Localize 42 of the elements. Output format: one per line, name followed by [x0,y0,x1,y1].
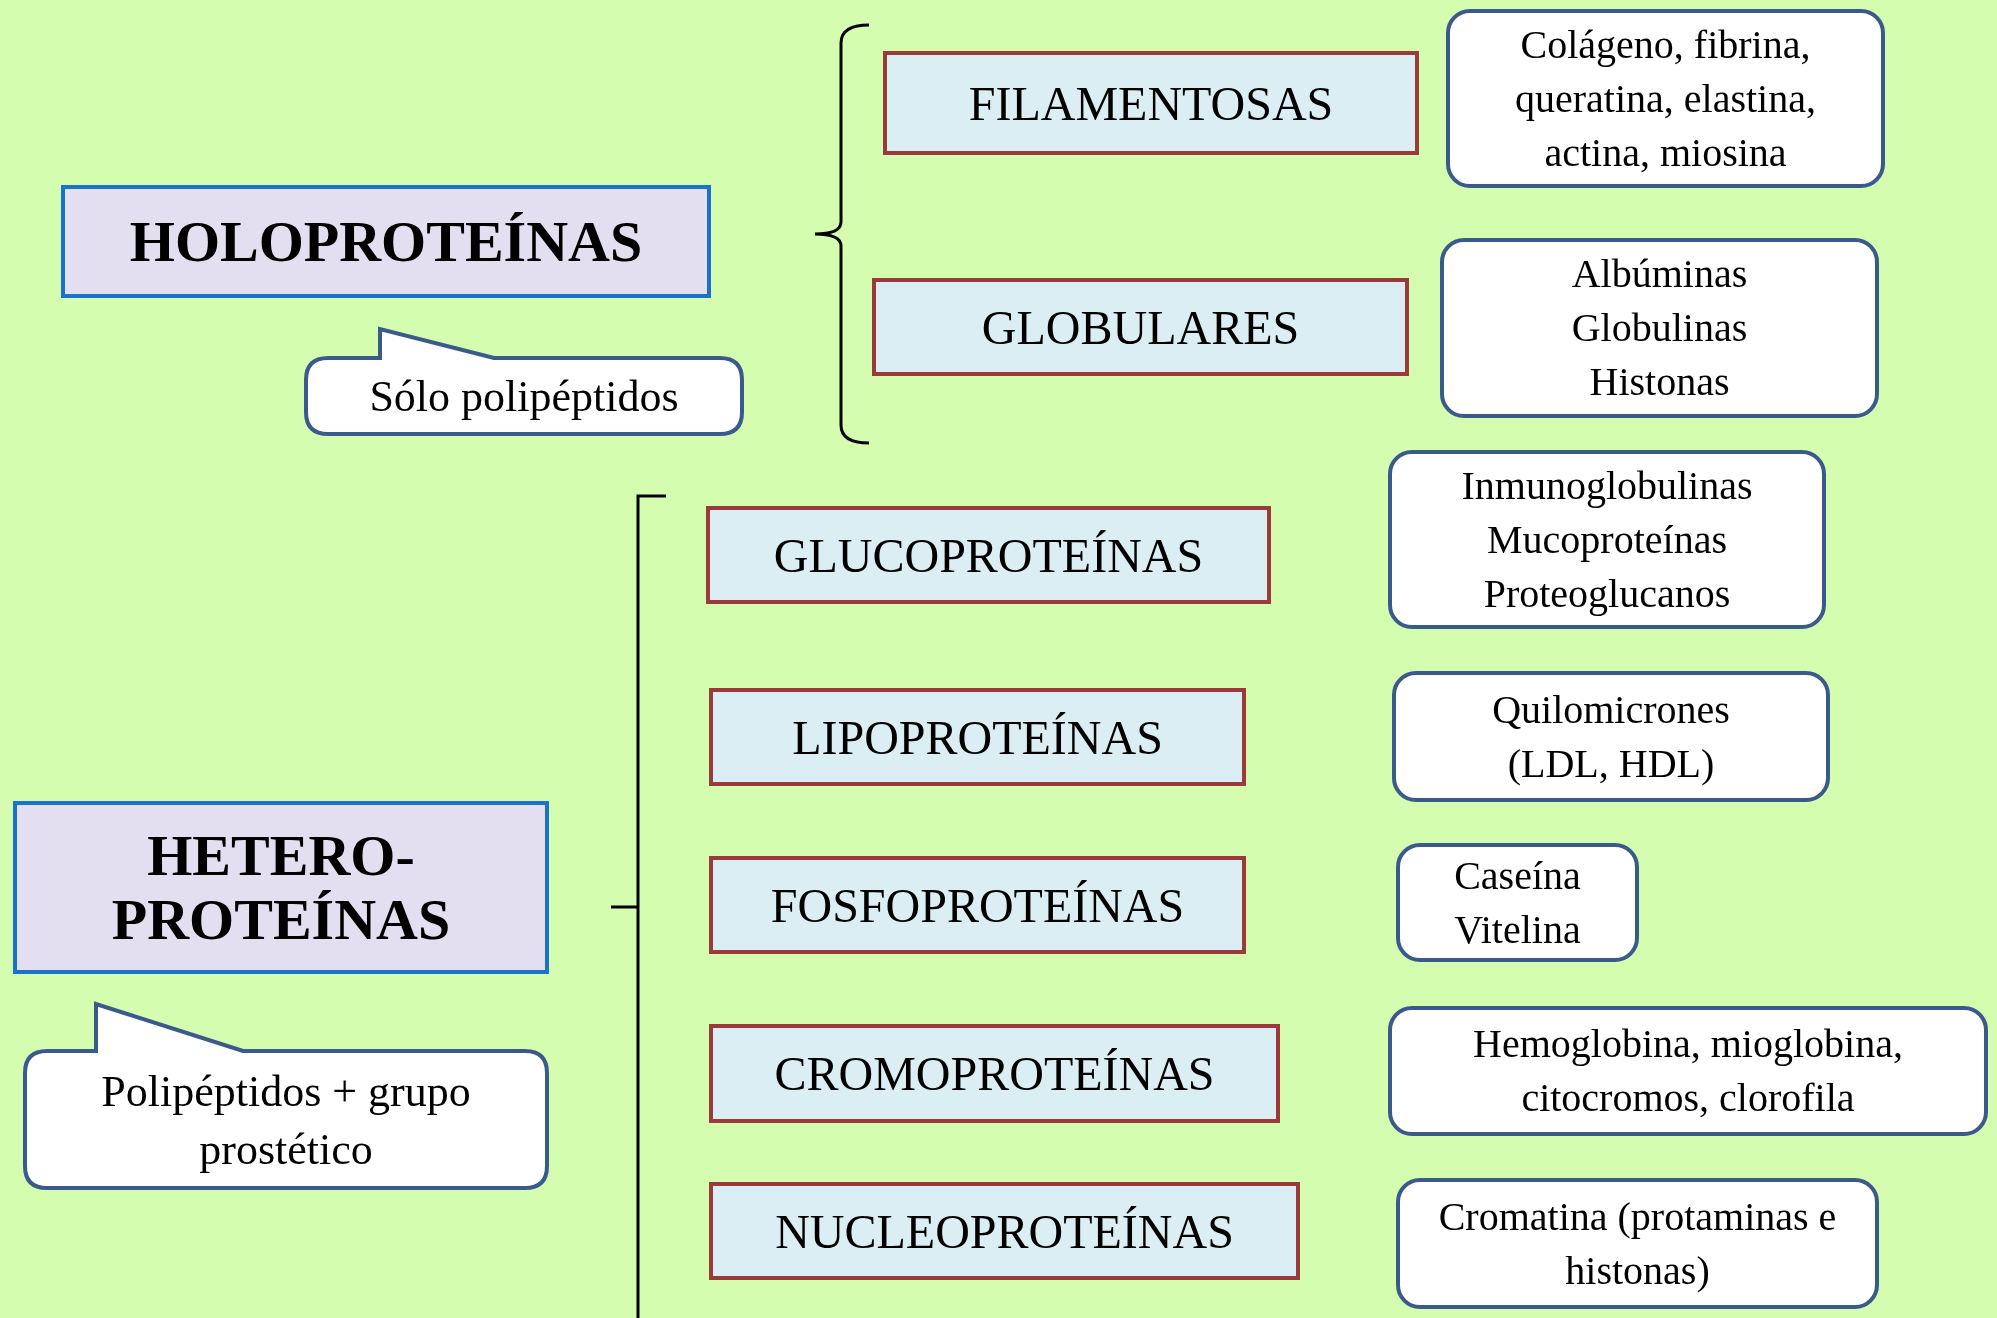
example-text: (LDL, HDL) [1507,739,1715,788]
example-text: Hemoglobina, mioglobina, citocromos, clorofila [1472,1020,1904,1122]
heading-box [61,185,711,298]
category-box [709,1024,1280,1123]
example-text: Inmunoglobulinas [1461,461,1753,510]
example-box [1396,1178,1879,1309]
example-box [1396,843,1639,962]
box-label: HETERO- PROTEÍNAS [110,823,452,952]
example-text: Cromatina (protaminas e histonas) [1437,1192,1838,1295]
box-label: GLUCOPROTEÍNAS [773,527,1204,583]
category-box [709,688,1246,786]
box-label: NUCLEOPROTEÍNAS [775,1203,1234,1259]
box-label: LIPOPROTEÍNAS [792,709,1163,765]
category-box [872,278,1409,376]
category-box [709,1182,1300,1280]
box-label: FOSFOPROTEÍNAS [770,877,1185,933]
example-text: Proteoglucanos [1483,569,1731,618]
example-box [1446,9,1885,188]
bubble-text: Sólo polipéptidos [368,371,680,424]
example-text: Vitelina [1454,905,1581,954]
speech-bubble [304,329,744,436]
category-box [883,51,1419,155]
example-text: Mucoproteínas [1487,515,1727,564]
example-box [1388,1006,1988,1136]
example-text: Globulinas [1571,304,1748,352]
speech-bubble [23,1004,549,1190]
heading-box [13,801,549,974]
example-box [1388,450,1826,629]
example-box [1440,238,1879,418]
example-text: Quilomicrones [1492,685,1730,734]
bubble-text: Polipéptidos + grupo prostético [100,1066,472,1176]
box-label: GLOBULARES [981,299,1300,355]
example-text: Histonas [1589,358,1730,406]
category-box [706,506,1271,604]
example-text: Colágeno, fibrina, queratina, elastina, actina, miosina [1514,20,1817,177]
box-label: HOLOPROTEÍNAS [129,209,643,274]
example-box [1392,671,1830,802]
example-text: Caseína [1454,851,1581,900]
category-box [709,856,1246,954]
box-label: CROMOPROTEÍNAS [774,1046,1215,1101]
box-label: FILAMENTOSAS [968,75,1334,131]
example-text: Albúminas [1571,250,1748,298]
